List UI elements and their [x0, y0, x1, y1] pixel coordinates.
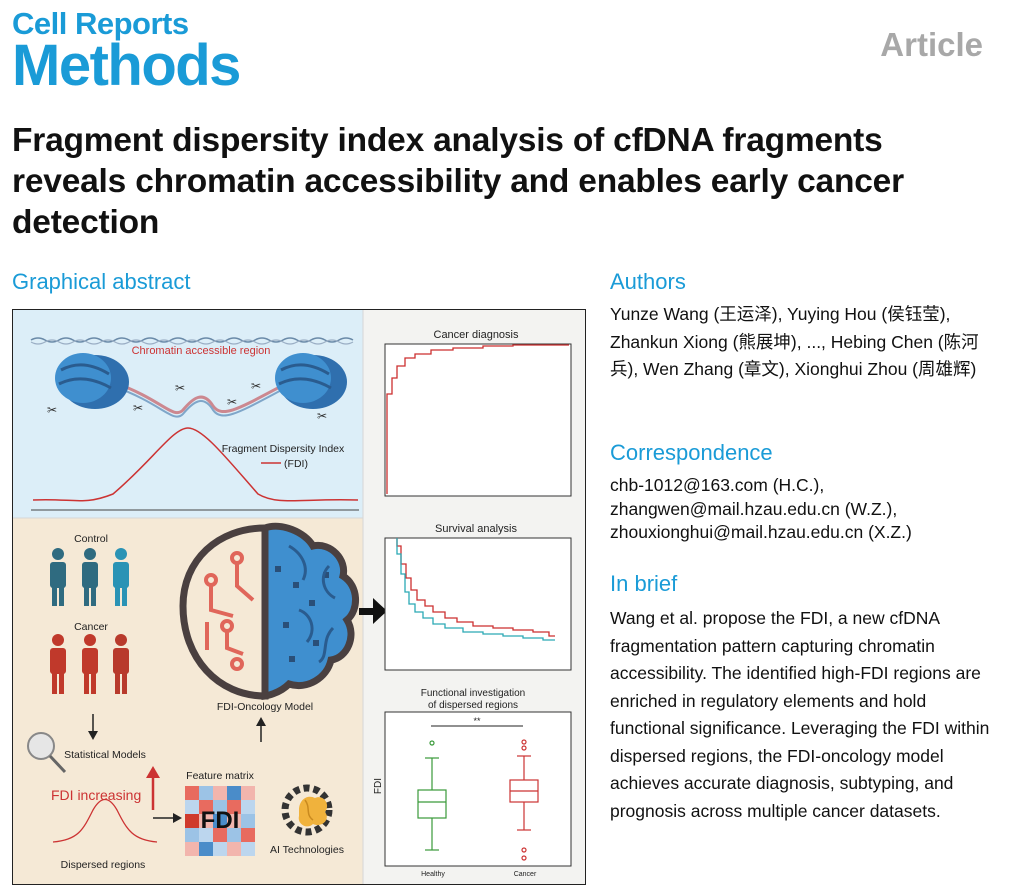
correspondence-heading: Correspondence: [610, 440, 773, 465]
arrow-to-results-icon: [373, 598, 387, 624]
scissors-icon: ✂: [47, 403, 57, 417]
up-arrow-head-icon: [256, 717, 266, 726]
control-people-icon: [50, 548, 129, 606]
control-label: Control: [74, 533, 108, 545]
boxplot-frame: [384, 711, 572, 867]
feature-matrix-text: FDI: [201, 807, 240, 834]
dna-helix-strand: [30, 337, 354, 343]
boxplot-category-cancer: Cancer: [514, 871, 537, 878]
significance-stars: **: [473, 716, 481, 726]
dna-linker: [112, 378, 294, 415]
nucleosome-right-icon: [275, 353, 347, 409]
email-link[interactable]: chb-1012@163.com (H.C.),: [610, 475, 825, 495]
functional-title-line2: of dispersed regions: [428, 700, 518, 711]
fdi-oncology-model-label: FDI-Oncology Model: [217, 701, 313, 713]
boxplot-healthy: [417, 740, 447, 851]
authors-section: Authors Yunze Wang (王运泽), Yuying Hou (侯钰…: [610, 269, 1000, 384]
scissors-icon: ✂: [175, 381, 185, 395]
feature-matrix-grid: [185, 786, 255, 856]
brain-model-icon: [179, 522, 359, 701]
nucleosome-left-icon: [55, 353, 129, 409]
in-brief-heading: In brief: [610, 571, 678, 596]
chromatin-panel-bg: [13, 310, 363, 518]
roc-curve: [386, 344, 569, 494]
boxplot-ylabel: FDI: [373, 778, 384, 794]
cancer-people-icon: [50, 634, 129, 694]
roc-plot-frame: [384, 343, 572, 497]
journal-name-line2: Methods: [12, 33, 241, 98]
survival-curve-teal: [396, 538, 555, 641]
up-arrow-icon: [146, 766, 160, 778]
correspondence-section: Correspondence chb-1012@163.com (H.C.), …: [610, 440, 1000, 545]
magnifier-icon: [27, 732, 67, 774]
survival-plot-frame: [384, 537, 572, 671]
scissors-icon: ✂: [227, 395, 237, 409]
boxplot-category-healthy: Healthy: [421, 871, 445, 878]
authors-list: Yunze Wang (王运泽), Yuying Hou (侯钰莹), Zhan…: [610, 304, 979, 379]
article-title: Fragment dispersity index analysis of cf…: [12, 122, 904, 241]
article-type-label: Article: [880, 26, 983, 63]
dna-helix-strand-2: [30, 339, 354, 345]
boxplot-cancer: [509, 739, 539, 861]
fdi-label-line2: (FDI): [284, 458, 308, 470]
functional-title-line1: Functional investigation: [421, 688, 526, 699]
cancer-label: Cancer: [74, 621, 108, 633]
in-brief-text: Wang et al. propose the FDI, a new cfDNA…: [610, 608, 990, 821]
email-link[interactable]: zhouxionghui@mail.hzau.edu.cn (X.Z.): [610, 522, 912, 542]
email-link[interactable]: zhangwen@mail.hzau.edu.cn (W.Z.),: [610, 498, 898, 519]
graphical-abstract-figure: Chromatin accessible region ✂ ✂ ✂ ✂ ✂ ✂ …: [12, 309, 586, 885]
scissors-icon: ✂: [251, 379, 261, 393]
in-brief-section: In brief Wang et al. propose the FDI, a …: [610, 571, 1000, 825]
ai-technologies-label: AI Technologies: [270, 844, 344, 856]
fdi-curve: [32, 427, 359, 502]
fdi-increasing-label: FDI increasing: [51, 787, 141, 803]
authors-heading: Authors: [610, 269, 686, 294]
journal-logo: Cell Reports Methods: [12, 6, 241, 98]
correspondence-emails: chb-1012@163.com (H.C.), zhangwen@mail.h…: [610, 474, 1000, 545]
journal-name-line1: Cell Reports: [12, 6, 189, 41]
scissors-icon: ✂: [317, 409, 327, 423]
dispersed-regions-curve: [52, 798, 158, 843]
feature-matrix-label: Feature matrix: [186, 770, 254, 782]
down-arrow-head-icon: [88, 731, 98, 740]
dispersed-regions-label: Dispersed regions: [61, 859, 146, 871]
cancer-diagnosis-title: Cancer diagnosis: [434, 329, 519, 341]
statistical-models-label: Statistical Models: [64, 749, 146, 761]
survival-curve-red: [396, 538, 555, 637]
fdi-label-line1: Fragment Dispersity Index: [222, 443, 345, 455]
right-arrow-icon: [173, 813, 182, 823]
survival-analysis-title: Survival analysis: [435, 523, 517, 535]
graphical-abstract-svg: Chromatin accessible region ✂ ✂ ✂ ✂ ✂ ✂ …: [13, 310, 585, 884]
chromatin-accessible-label: Chromatin accessible region: [132, 345, 271, 357]
dna-linker-2: [112, 383, 294, 418]
arrow-to-results-line: [359, 608, 377, 615]
graphical-abstract-heading: Graphical abstract: [12, 269, 191, 294]
ai-brain-gear-icon: [281, 784, 333, 836]
scissors-icon: ✂: [133, 401, 143, 415]
